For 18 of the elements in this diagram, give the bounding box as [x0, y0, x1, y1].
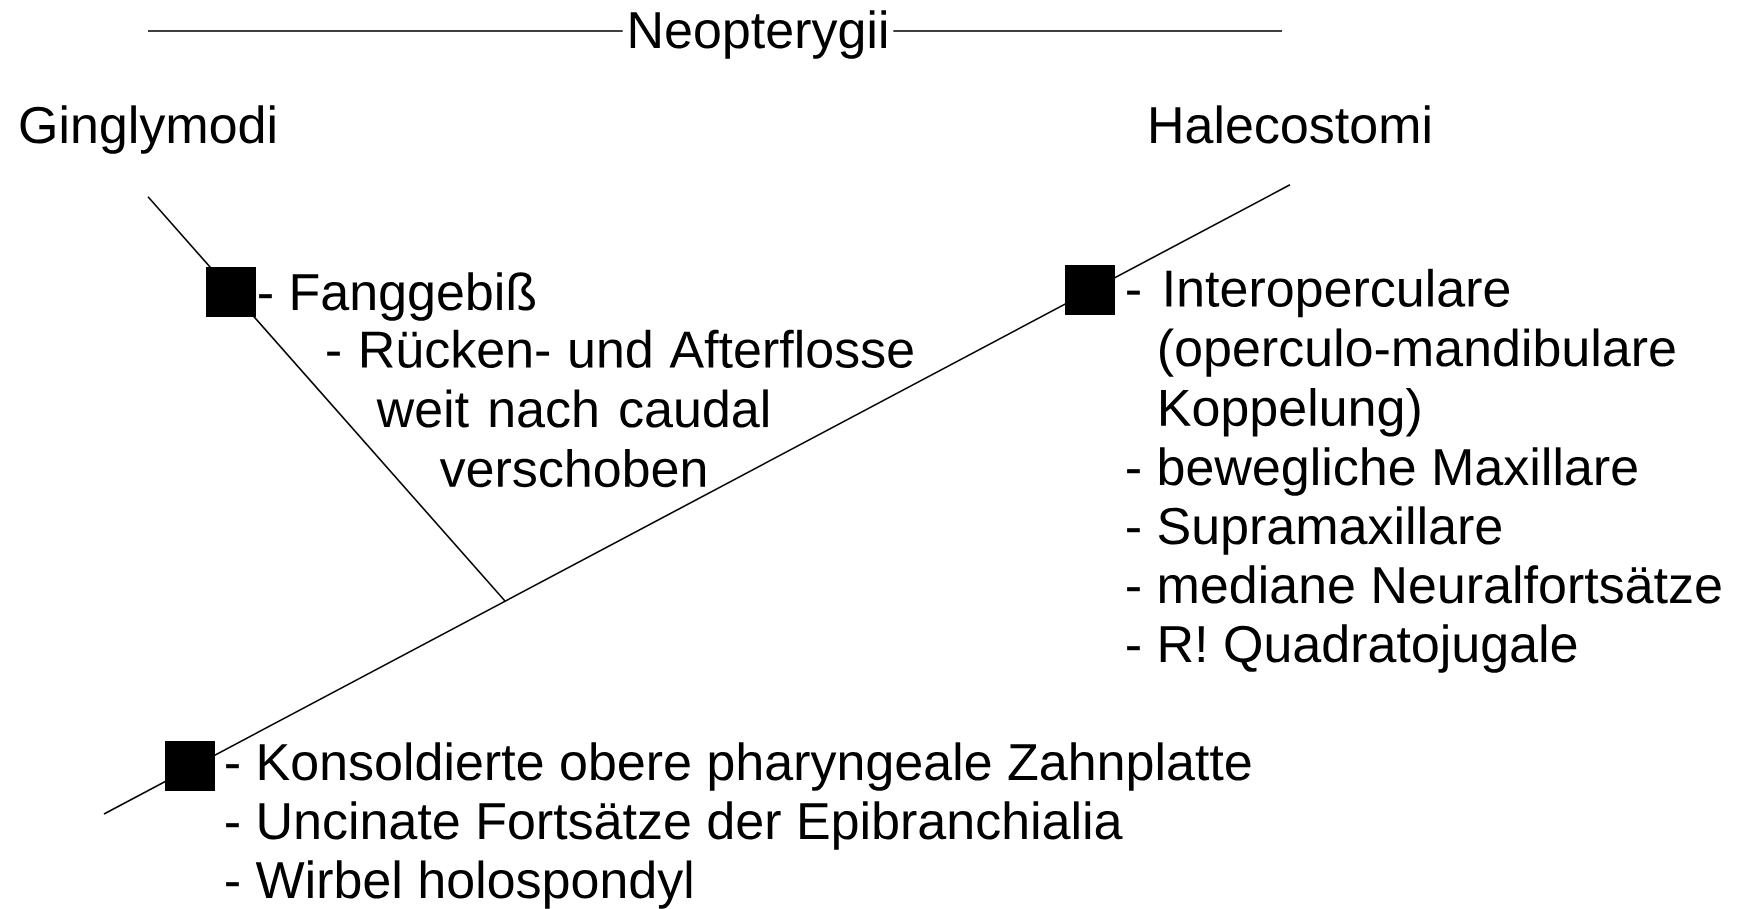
- character-text: - R! Quadratojugale: [1127, 624, 1577, 673]
- character-text: - Uncinate Fortsätze der Epibranchialia: [226, 801, 1123, 850]
- character-text: - Supramaxillare: [1127, 506, 1501, 555]
- clade-label: Neopterygii: [630, 10, 886, 59]
- branch-line: [147, 196, 506, 602]
- taxon-label: Ginglymodi: [20, 105, 275, 154]
- character-text: - Wirbel holospondyl: [226, 860, 692, 909]
- character-text: - bewegliche Maxillare: [1127, 447, 1637, 496]
- branch-line: [103, 184, 1291, 815]
- character-text: - Fanggebiß: [259, 272, 535, 321]
- character-square: [206, 267, 256, 317]
- character-text: - mediane Neuralfortsätze: [1127, 565, 1721, 604]
- character-text: - Interoperculare (operculo-mandibulare Koppelung): [1127, 268, 1675, 437]
- character-square: [165, 741, 215, 791]
- taxon-label: Halecostomi: [1151, 105, 1430, 144]
- character-text: - Konsoldierte obere pharyngeale Zahnplatte: [226, 742, 1251, 791]
- character-square: [1065, 265, 1115, 315]
- character-text: - Rücken- und Afterflosse weit nach caudal verschoben: [327, 329, 913, 488]
